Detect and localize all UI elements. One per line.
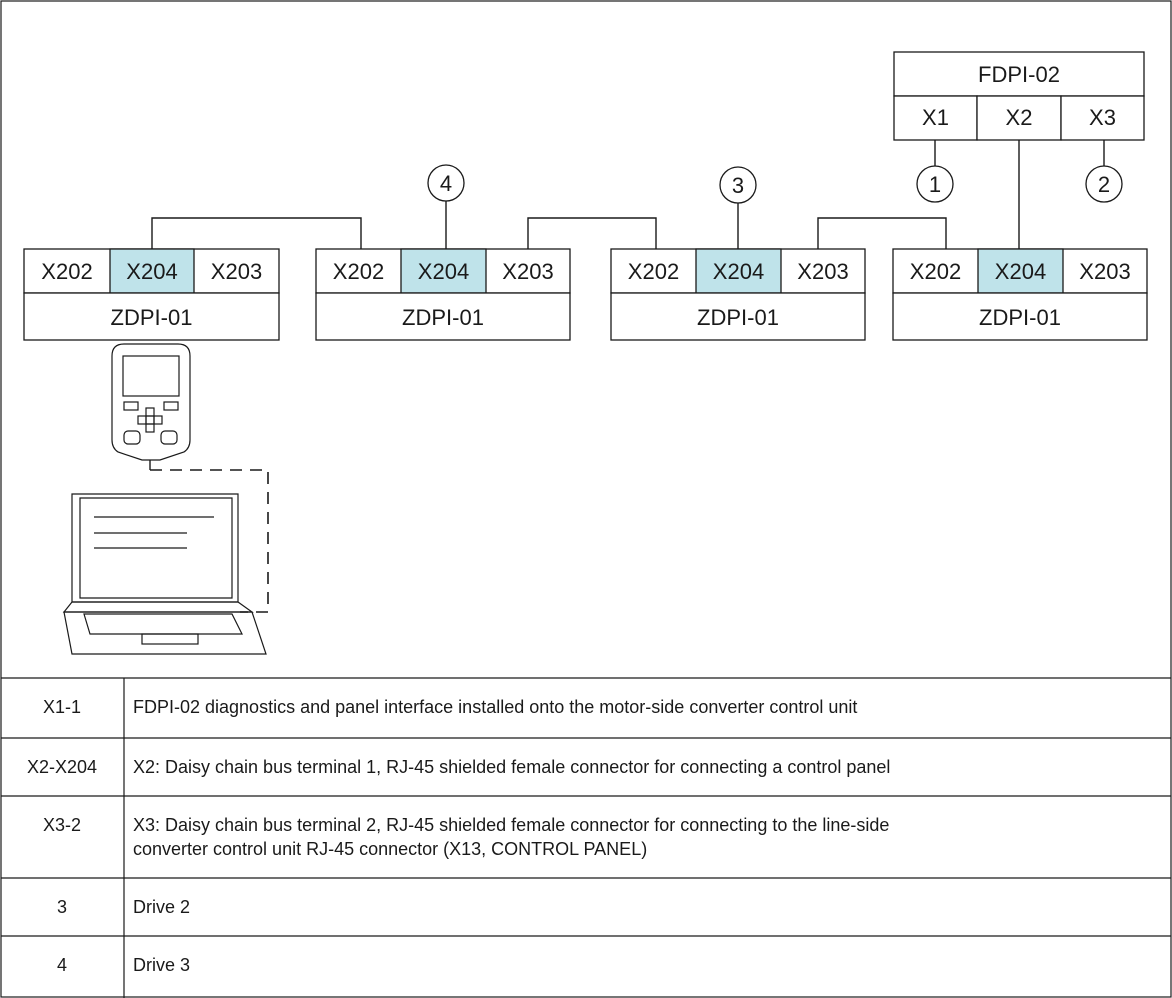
zdpi-name: ZDPI-01	[111, 305, 193, 330]
zdpi-x204-port-highlight	[109, 248, 195, 294]
legend-row: X1-1 FDPI-02 diagnostics and panel inter…	[43, 697, 857, 717]
legend-key: 3	[57, 897, 67, 917]
fdpi-port-x3: X3	[1089, 105, 1116, 130]
wire-zdpi1-to-zdpi2	[151, 217, 362, 249]
callout-3: 3	[719, 166, 757, 204]
zdpi-port-x203: X203	[502, 259, 553, 284]
fdpi-port-x1-box	[893, 95, 978, 141]
zdpi-name: ZDPI-01	[979, 305, 1061, 330]
zdpi-port-x203: X203	[211, 259, 262, 284]
zdpi-name-box	[315, 292, 571, 341]
callout-1: 1	[916, 165, 954, 203]
legend-key: X1-1	[43, 697, 81, 717]
callout-4-label: 4	[440, 171, 452, 196]
callout-2: 2	[1085, 165, 1123, 203]
callout-3-label: 3	[732, 173, 744, 198]
zdpi-port-x202: X202	[628, 259, 679, 284]
zdpi-port-x204: X204	[126, 259, 177, 284]
zdpi-port-x202: X202	[333, 259, 384, 284]
wire-zdpi2-to-zdpi3	[527, 217, 657, 249]
zdpi-port-x202: X202	[41, 259, 92, 284]
laptop-keyboard-base	[63, 611, 267, 655]
legend-key: 4	[57, 955, 67, 975]
zdpi-name-box	[23, 292, 280, 341]
zdpi-name-box	[610, 292, 866, 341]
wire-zdpi3-to-zdpi4	[817, 217, 947, 249]
zdpi-unit-1: X202 X204 X203 ZDPI-01	[23, 248, 280, 341]
legend-description: X2: Daisy chain bus terminal 1, RJ-45 sh…	[133, 757, 890, 777]
panel-to-pc-cable	[150, 469, 269, 613]
callout-1-label: 1	[929, 172, 941, 197]
zdpi-port-x203: X203	[797, 259, 848, 284]
legend-description: FDPI-02 diagnostics and panel interface …	[133, 697, 857, 717]
legend-row: X3-2 X3: Daisy chain bus terminal 2, RJ-…	[43, 815, 889, 859]
zdpi-port-x203: X203	[1079, 259, 1130, 284]
laptop-icon	[62, 493, 267, 655]
legend-row: X2-X204 X2: Daisy chain bus terminal 1, …	[27, 757, 890, 777]
legend-row: 3 Drive 2	[57, 897, 190, 917]
zdpi-unit-4: X202 X204 X203 ZDPI-01	[892, 248, 1148, 341]
fdpi-02-module: FDPI-02 X1 X2 X3	[893, 51, 1145, 141]
zdpi-port-x204: X204	[713, 259, 764, 284]
legend-description-line-2: converter control unit RJ-45 connector (…	[133, 839, 647, 859]
zdpi-x204-port-highlight	[400, 248, 487, 294]
zdpi-port-x204: X204	[995, 259, 1046, 284]
legend-description: Drive 2	[133, 897, 190, 917]
legend-key: X2-X204	[27, 757, 97, 777]
control-panel-icon	[111, 343, 191, 470]
fdpi-title: FDPI-02	[978, 62, 1060, 87]
laptop-screen	[79, 497, 233, 599]
callout-2-label: 2	[1098, 172, 1110, 197]
zdpi-name: ZDPI-01	[697, 305, 779, 330]
zdpi-port-x202: X202	[910, 259, 961, 284]
zdpi-port-x204: X204	[418, 259, 469, 284]
legend-description-line-1: X3: Daisy chain bus terminal 2, RJ-45 sh…	[133, 815, 889, 835]
zdpi-unit-3: X202 X204 X203 ZDPI-01	[610, 248, 866, 341]
zdpi-name-box	[892, 292, 1148, 341]
legend-description: Drive 3	[133, 955, 190, 975]
zdpi-unit-2: X202 X204 X203 ZDPI-01	[315, 248, 571, 341]
fdpi-port-x2: X2	[1006, 105, 1033, 130]
daisy-chain-wires	[151, 140, 1105, 249]
zdpi-x204-port-highlight	[977, 248, 1064, 294]
fdpi-port-x1: X1	[922, 105, 949, 130]
panel-screen	[122, 355, 180, 397]
zdpi-name: ZDPI-01	[402, 305, 484, 330]
zdpi-x204-port-highlight	[695, 248, 782, 294]
legend-row: 4 Drive 3	[57, 955, 190, 975]
fdpi-port-x3-box	[1060, 95, 1145, 141]
legend-key: X3-2	[43, 815, 81, 835]
callout-4: 4	[427, 164, 465, 202]
legend-table: X1-1 FDPI-02 diagnostics and panel inter…	[1, 677, 1171, 998]
